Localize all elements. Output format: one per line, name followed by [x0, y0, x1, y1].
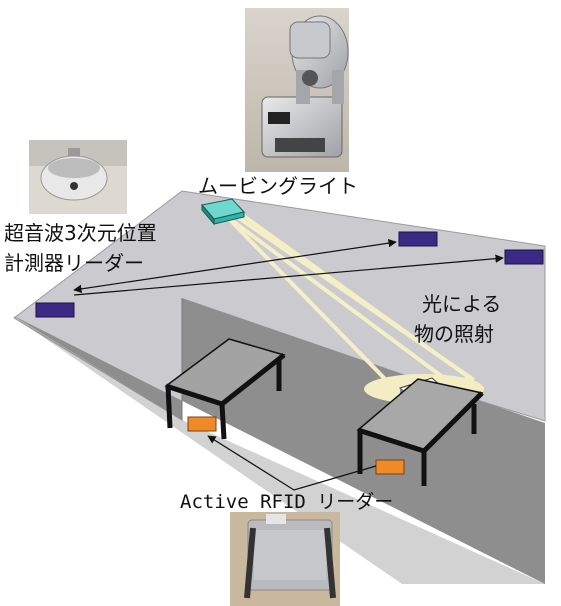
ultrasonic-sensor-right	[504, 249, 544, 265]
moving-light-box	[201, 198, 245, 226]
moving-light-photo	[245, 8, 349, 172]
ultrasonic-arrow-right	[73, 254, 504, 296]
ultrasonic-sensor-left	[35, 302, 75, 318]
light-label-line2: 物の照射	[414, 322, 494, 346]
ultrasonic-arrow-back	[73, 238, 397, 294]
table-left	[164, 338, 286, 440]
table-right	[356, 378, 484, 486]
ultrasonic-sensor-back	[398, 231, 438, 247]
ultrasonic-photo	[29, 140, 127, 214]
moving-light-label: ムービングライト	[198, 174, 358, 198]
room-floor	[14, 298, 545, 584]
rfid-arrow	[207, 435, 377, 491]
rfid-tag-left	[187, 416, 217, 432]
ultrasonic-label-line2: 計測器リーダー	[4, 251, 144, 275]
light-label-line1: 光による	[422, 292, 502, 316]
rfid-reader-photo	[230, 512, 340, 606]
ultrasonic-label-line1: 超音波3次元位置	[4, 221, 157, 245]
rfid-reader-label: Active RFID リーダー	[180, 491, 394, 513]
rfid-tag-right	[375, 459, 405, 475]
